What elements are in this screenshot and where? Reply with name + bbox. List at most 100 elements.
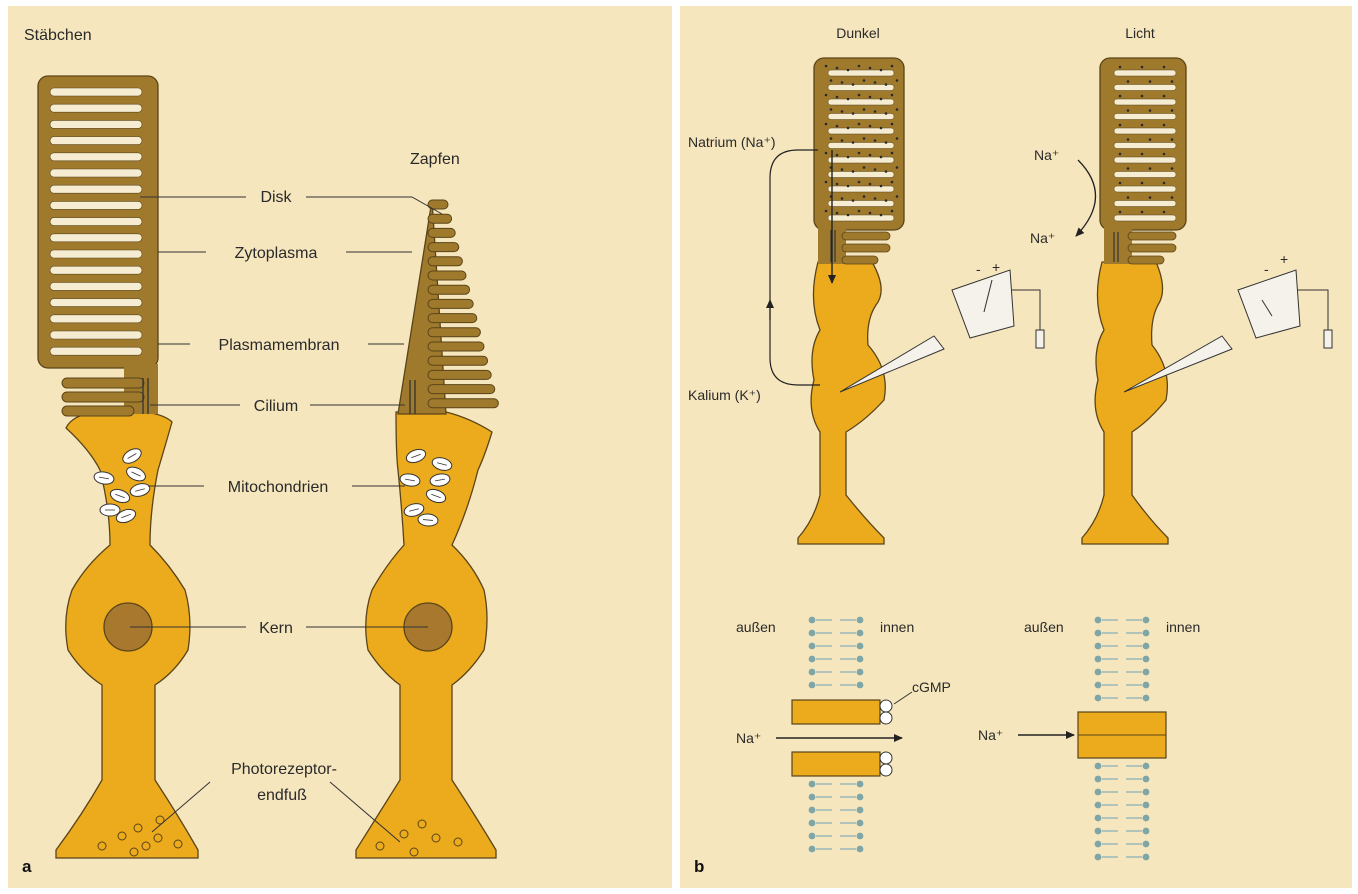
cone-disk [428,314,477,323]
sodium-dot [880,69,883,72]
sodium-dot [896,166,899,169]
lipid-head [1143,617,1150,624]
lipid-head [1143,815,1150,822]
light-disk [1114,99,1176,105]
sodium-dot [1141,66,1144,69]
sodium-dot [891,65,894,68]
sodium-dot [891,210,894,213]
sodium-dot [880,156,883,159]
sodium-dot [1127,167,1130,170]
lipid-head [1095,776,1102,783]
sodium-dot [863,108,866,111]
cone-disk [428,356,488,365]
lipid-head [809,630,816,637]
lipid-head [1095,789,1102,796]
sodium-dot [858,94,861,97]
light-meter-minus: - [1264,261,1269,277]
sodium-dot [869,96,872,99]
rod-disk [50,266,142,274]
lipid-head [1143,695,1150,702]
cgmp-molecule-2 [880,712,892,724]
rod-basal-disk [62,406,134,416]
sodium-dot [869,154,872,157]
light-ground-electrode [1324,330,1332,348]
label-endfoot-line-1: Photorezeptor- [231,761,337,778]
sodium-dot [836,212,839,215]
sodium-dot [1149,196,1152,199]
sodium-dot [896,195,899,198]
sodium-dot [858,123,861,126]
sodium-dot [1119,182,1122,185]
lipid-head [1095,656,1102,663]
rod-disk [50,88,142,96]
lipid-head [1143,763,1150,770]
label-mitochondria: Mitochondrien [228,479,329,496]
lipid-head [1095,854,1102,861]
sodium-dot [1171,80,1174,83]
sodium-dot [863,195,866,198]
sodium-dot [847,185,850,188]
sodium-dot [1163,95,1166,98]
label-inside-light: innen [1166,619,1200,635]
open-channel-upper-half [792,700,880,724]
sodium-dot [1163,153,1166,156]
cone-title: Zapfen [410,151,460,168]
label-na-closed-channel: Na⁺ [978,727,1003,743]
sodium-dot [1171,109,1174,112]
lipid-head [809,669,816,676]
label-sodium: Natrium (Na⁺) [688,134,776,150]
sodium-dot [858,181,861,184]
light-title: Licht [1125,25,1155,41]
rod-basal-disk [62,392,144,402]
rod-disk [50,218,142,226]
rod-disk [50,104,142,112]
sodium-dot [1163,211,1166,214]
cone-disk [428,328,480,337]
sodium-dot [1171,196,1174,199]
sodium-dot [885,83,888,86]
sodium-dot [825,210,828,213]
sodium-dot [847,98,850,101]
light-basal-disk [1128,256,1164,264]
light-disk [1114,114,1176,120]
panel-b-letter: b [694,857,704,876]
sodium-dot [896,108,899,111]
rod-disk [50,347,142,355]
sodium-dot [1163,182,1166,185]
lipid-head [857,833,864,840]
dark-basal-disk [842,256,878,264]
lipid-head [809,794,816,801]
dark-ground-electrode [1036,330,1044,348]
cone-disk [428,228,455,237]
light-disk [1114,128,1176,134]
lipid-head [1143,789,1150,796]
lipid-head [857,807,864,814]
lipid-head [1143,828,1150,835]
cone-disk [428,299,473,308]
dark-disk [828,201,894,207]
sodium-dot [874,168,877,171]
lipid-head [809,820,816,827]
sodium-dot [841,81,844,84]
cone-disk [428,285,470,294]
lipid-head [809,656,816,663]
sodium-dot [874,139,877,142]
rod-disk [50,169,142,177]
sodium-dot [836,183,839,186]
cone-disk [428,214,452,223]
cone-disk [428,257,462,266]
panel-b-background [680,6,1352,888]
sodium-dot [885,199,888,202]
dark-meter-minus: - [976,261,981,277]
label-nucleus: Kern [259,620,293,637]
sodium-dot [896,79,899,82]
sodium-dot [825,152,828,155]
sodium-dot [830,137,833,140]
sodium-dot [836,96,839,99]
lipid-head [1143,776,1150,783]
lipid-head [1095,630,1102,637]
rod-disk [50,331,142,339]
panel-a-letter: a [22,857,32,876]
rod-disk [50,153,142,161]
